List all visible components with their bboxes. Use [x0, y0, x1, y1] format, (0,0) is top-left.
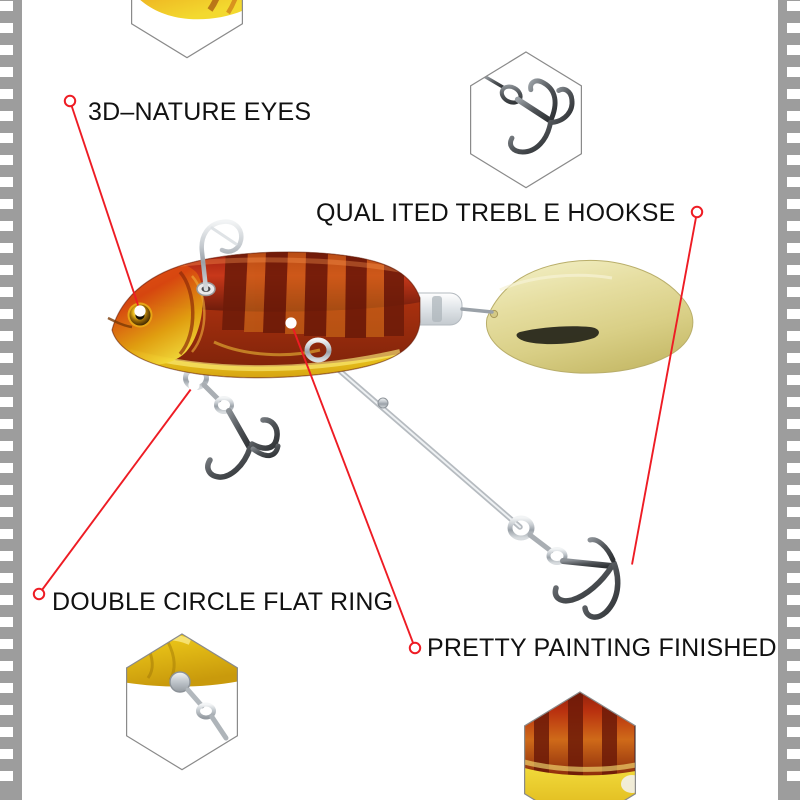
- hex-outline: [470, 51, 582, 189]
- filmstrip-perforation: [787, 309, 800, 319]
- filmstrip-perforation: [0, 705, 13, 715]
- hex-inset-fish-head: [123, 0, 251, 59]
- filmstrip-perforation: [787, 397, 800, 407]
- filmstrip-perforation: [787, 617, 800, 627]
- filmstrip-perforation: [787, 419, 800, 429]
- filmstrip-perforation: [787, 243, 800, 253]
- filmstrip-perforation: [787, 463, 800, 473]
- filmstrip-perforation: [0, 529, 13, 539]
- filmstrip-perforation: [787, 441, 800, 451]
- filmstrip-perforation: [787, 331, 800, 341]
- filmstrip-perforation: [0, 727, 13, 737]
- filmstrip-perforation: [0, 111, 13, 121]
- filmstrip-perforation: [0, 419, 13, 429]
- filmstrip-perforation: [787, 595, 800, 605]
- callout-label-pretty-painting-finished: PRETTY PAINTING FINISHED: [427, 634, 777, 662]
- filmstrip-perforation: [0, 441, 13, 451]
- filmstrip-perforation: [0, 199, 13, 209]
- filmstrip-perforation: [0, 397, 13, 407]
- filmstrip-perforation: [787, 45, 800, 55]
- filmstrip-perforation: [0, 155, 13, 165]
- filmstrip-perforation: [787, 683, 800, 693]
- filmstrip-border-right: [778, 0, 800, 800]
- filmstrip-perforation: [0, 683, 13, 693]
- filmstrip-perforation: [0, 617, 13, 627]
- filmstrip-perforation: [787, 529, 800, 539]
- spinner-blade: [485, 259, 694, 374]
- filmstrip-perforation: [0, 309, 13, 319]
- filmstrip-perforation: [787, 375, 800, 385]
- callout-label-qualited-treble-hookse: QUAL ITED TREBL E HOOKSE: [316, 199, 676, 227]
- filmstrip-perforation: [787, 485, 800, 495]
- filmstrip-perforation: [787, 67, 800, 77]
- rear-swivel-and-hook: [507, 515, 621, 620]
- front-treble-hook: [183, 366, 281, 480]
- wire-arm: [315, 349, 523, 530]
- filmstrip-perforation: [0, 45, 13, 55]
- filmstrip-perforation: [0, 287, 13, 297]
- filmstrip-perforation: [787, 265, 800, 275]
- filmstrip-perforation: [787, 639, 800, 649]
- filmstrip-perforation: [0, 507, 13, 517]
- filmstrip-perforation: [0, 23, 13, 33]
- filmstrip-border-left: [0, 0, 22, 800]
- hex-inset-treble-hook: [462, 51, 590, 189]
- hex-outline: [131, 0, 243, 59]
- filmstrip-perforation: [0, 177, 13, 187]
- filmstrip-perforation: [0, 749, 13, 759]
- filmstrip-perforation: [0, 133, 13, 143]
- hex-inset-art-treble-hook: [483, 74, 575, 155]
- filmstrip-perforation: [787, 551, 800, 561]
- filmstrip-perforation: [0, 551, 13, 561]
- filmstrip-perforation: [0, 375, 13, 385]
- filmstrip-perforation: [787, 221, 800, 231]
- callout-label-3d-nature-eyes: 3D–NATURE EYES: [88, 98, 312, 126]
- filmstrip-perforation: [787, 1, 800, 11]
- filmstrip-perforation: [0, 331, 13, 341]
- hex-inset-art-fish-head: [131, 0, 243, 20]
- filmstrip-perforation: [0, 353, 13, 363]
- filmstrip-perforation: [787, 507, 800, 517]
- filmstrip-perforation: [787, 749, 800, 759]
- filmstrip-perforation: [0, 67, 13, 77]
- filmstrip-perforation: [787, 155, 800, 165]
- filmstrip-perforation: [0, 463, 13, 473]
- hex-inset-flat-ring: [118, 633, 246, 771]
- filmstrip-perforation: [787, 177, 800, 187]
- hex-inset-paint-finish: [516, 691, 644, 800]
- filmstrip-perforation: [787, 661, 800, 671]
- filmstrip-perforation: [787, 771, 800, 781]
- filmstrip-perforation: [0, 485, 13, 495]
- callout-label-double-circle-flat-ring: DOUBLE CIRCLE FLAT RING: [52, 588, 394, 616]
- filmstrip-perforation: [0, 243, 13, 253]
- filmstrip-perforation: [0, 595, 13, 605]
- hex-inset-art-paint-finish: [524, 692, 636, 800]
- filmstrip-perforation: [0, 265, 13, 275]
- hex-outline: [524, 691, 636, 800]
- filmstrip-perforation: [787, 199, 800, 209]
- hex-outline: [126, 633, 238, 771]
- top-snap-clip: [199, 219, 244, 292]
- filmstrip-perforation: [787, 23, 800, 33]
- lure-eye: [127, 302, 153, 328]
- filmstrip-perforation: [0, 221, 13, 231]
- filmstrip-perforation: [787, 727, 800, 737]
- filmstrip-perforation: [787, 705, 800, 715]
- filmstrip-perforation: [0, 639, 13, 649]
- filmstrip-perforation: [787, 89, 800, 99]
- filmstrip-perforation: [0, 771, 13, 781]
- filmstrip-perforation: [0, 573, 13, 583]
- filmstrip-perforation: [787, 573, 800, 583]
- filmstrip-perforation: [0, 661, 13, 671]
- filmstrip-perforation: [0, 1, 13, 11]
- filmstrip-perforation: [787, 353, 800, 363]
- filmstrip-perforation: [787, 111, 800, 121]
- lure-body: [107, 251, 421, 379]
- filmstrip-perforation: [787, 133, 800, 143]
- filmstrip-perforation: [787, 287, 800, 297]
- filmstrip-perforation: [0, 89, 13, 99]
